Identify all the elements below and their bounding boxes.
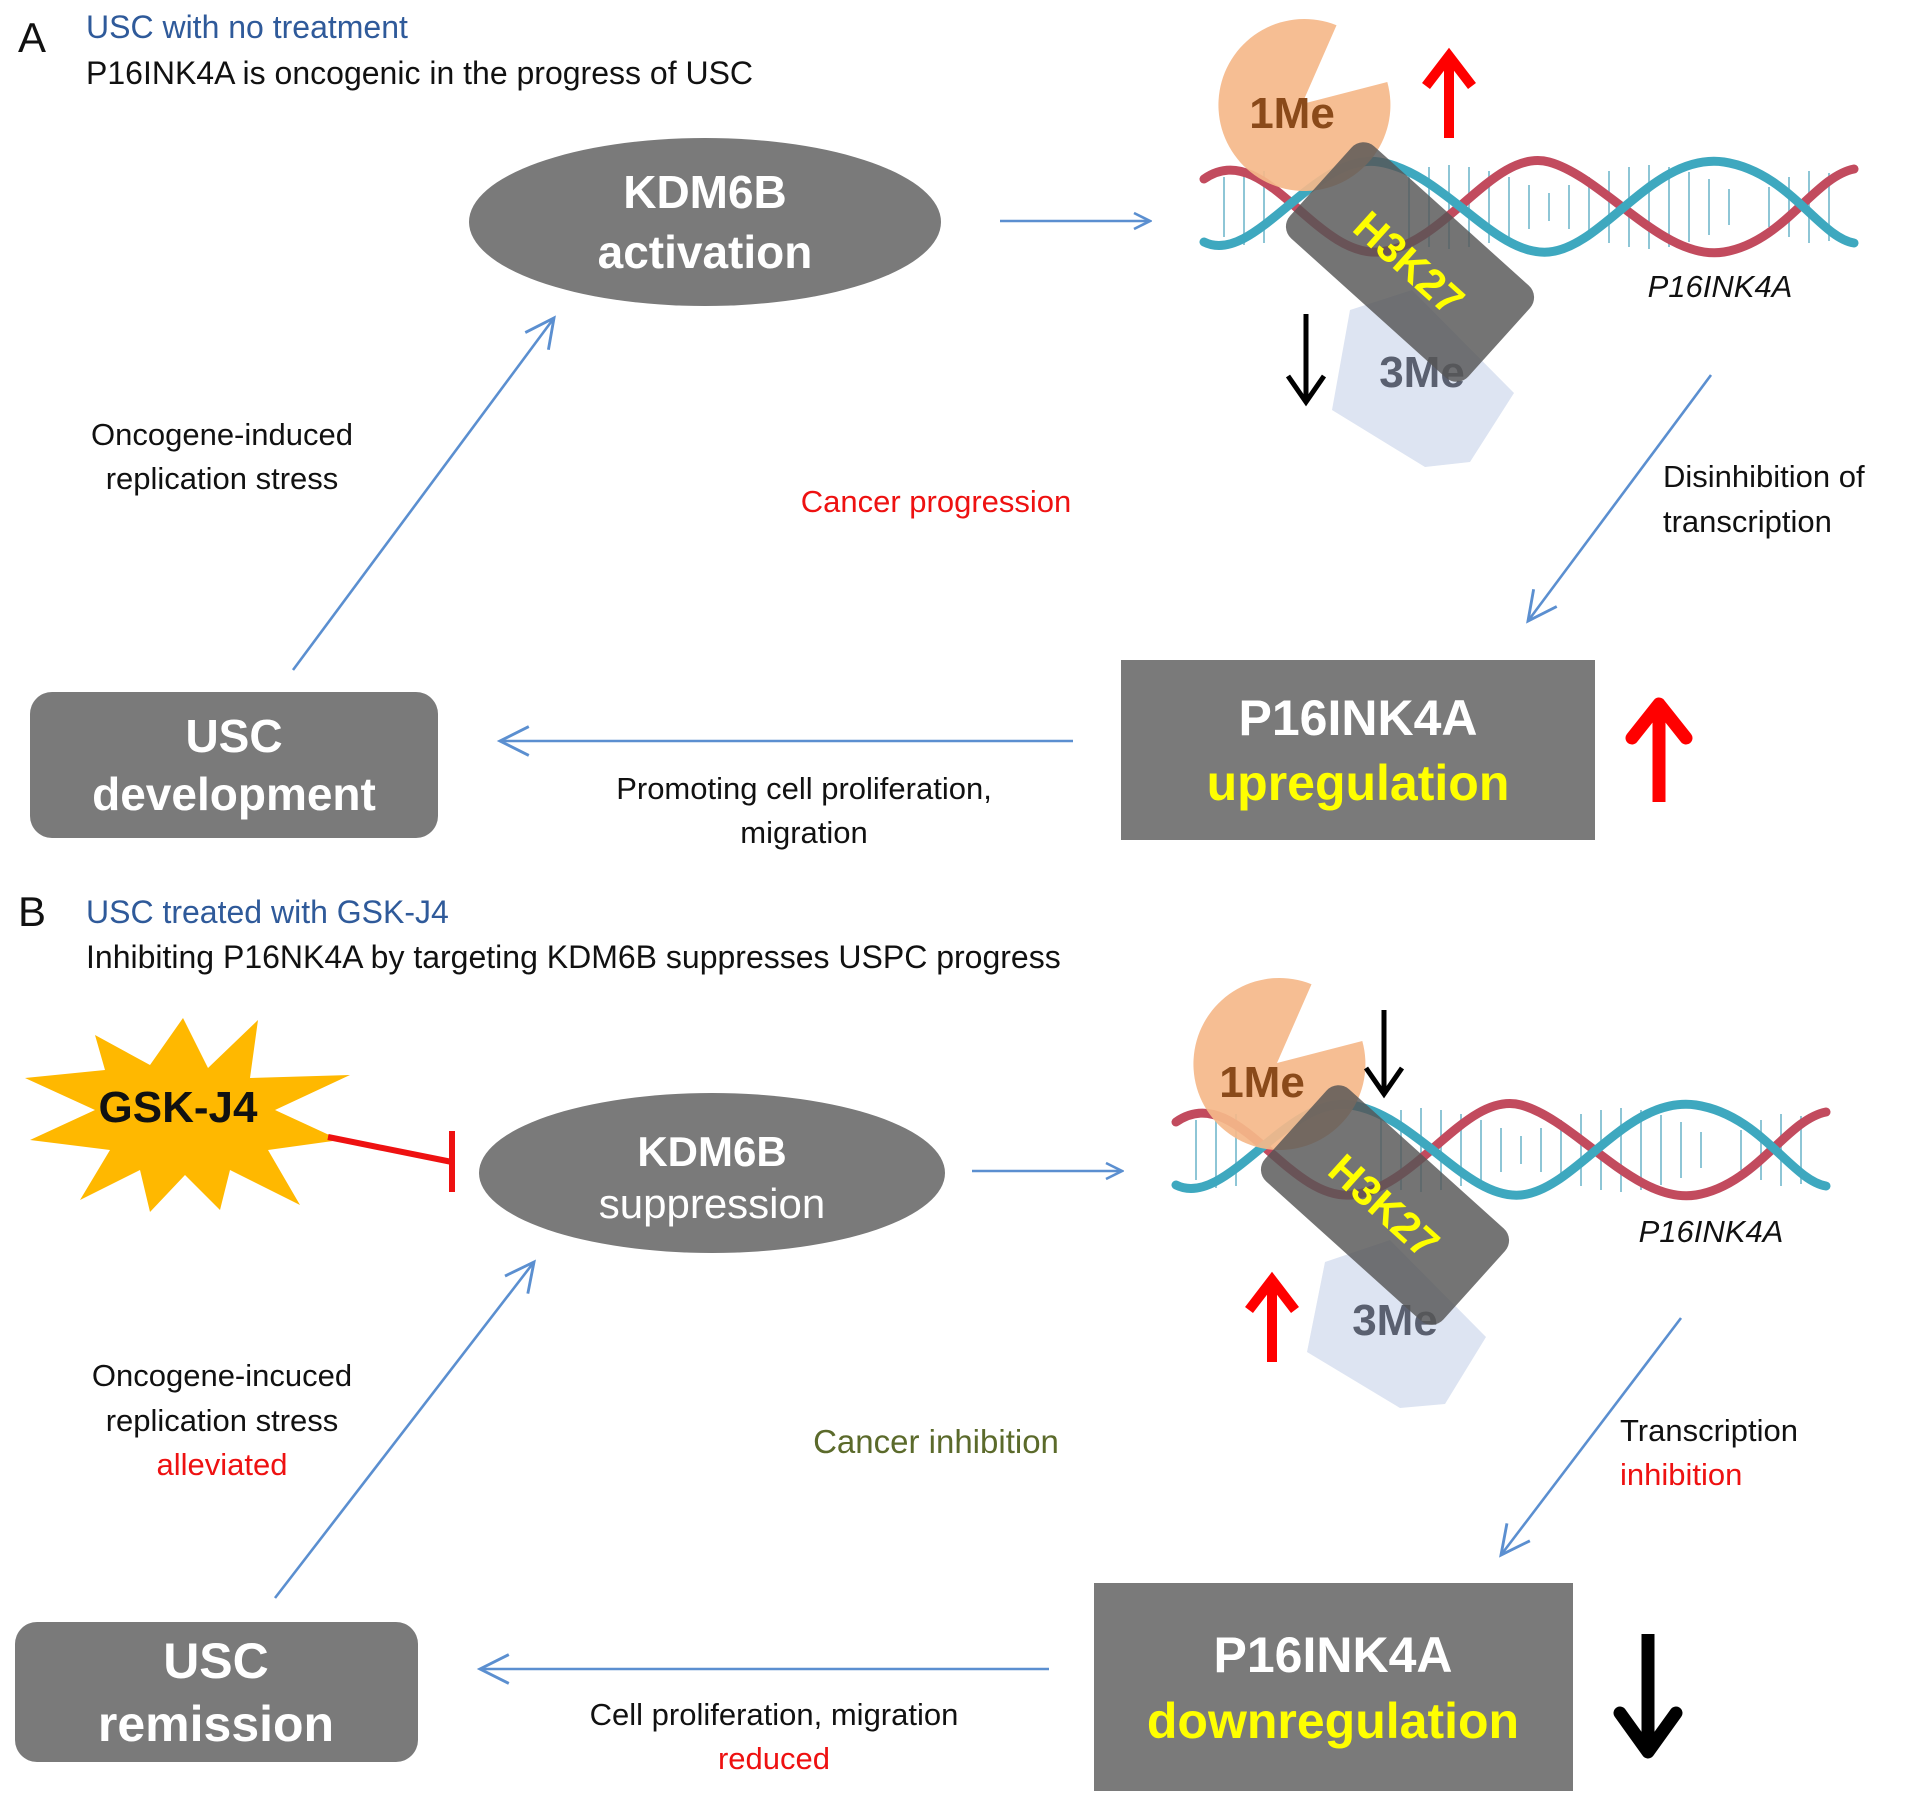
panel-b-subtitle: Inhibiting P16NK4A by targeting KDM6B su…	[86, 939, 1061, 975]
edge-left-label-line1: Oncogene-incuced	[92, 1358, 352, 1393]
histone-dna-cluster-b: 1Me 3Me H3K27 P16INK4A	[1165, 978, 1826, 1408]
gsk-j4-drug: GSK-J4	[25, 1018, 350, 1212]
center-label-inhibition: Cancer inhibition	[813, 1423, 1059, 1460]
arrow-usc-to-kdm6b	[291, 315, 556, 671]
arrow-down-black-large-icon	[1613, 1634, 1683, 1759]
panel-a: A USC with no treatment P16INK4A is onco…	[18, 9, 1865, 850]
kdm6b-label: KDM6B	[623, 166, 787, 218]
one-me-label: 1Me	[1219, 1058, 1305, 1107]
gsk-j4-label: GSK-J4	[99, 1083, 258, 1132]
kdm6b-state-label: suppression	[599, 1180, 825, 1227]
h3k27-histone: H3K27	[1260, 1085, 1510, 1325]
gene-label: P16INK4A	[1639, 1214, 1784, 1249]
inhibition-bar-icon	[327, 1131, 455, 1192]
edge-left-label-line3: alleviated	[157, 1447, 288, 1482]
usc-development-node: USC development	[30, 692, 438, 838]
p16-state-label: upregulation	[1207, 755, 1510, 811]
kdm6b-activation-node: KDM6B activation	[469, 138, 941, 306]
edge-right-label-line2: transcription	[1663, 504, 1832, 539]
histone-dna-cluster-a: 1Me 3Me H3K27 P16INK4A	[1190, 19, 1854, 467]
one-me-marker: 1Me	[1218, 19, 1391, 191]
h3k27-histone: H3K27	[1285, 142, 1535, 382]
edge-right-label-line1: Disinhibition of	[1663, 459, 1865, 494]
arrow-histone-to-p16	[1526, 374, 1713, 624]
panel-b-letter: B	[18, 888, 46, 935]
edge-bottom-label-line2: reduced	[718, 1741, 830, 1776]
usc-state-label: remission	[98, 1696, 334, 1752]
edge-left-label-line1: Oncogene-induced	[91, 417, 353, 452]
one-me-label: 1Me	[1249, 89, 1335, 138]
edge-bottom-label-line1: Cell proliferation, migration	[590, 1697, 959, 1732]
edge-left-label-line2: replication stress	[106, 1403, 339, 1438]
usc-label: USC	[185, 710, 282, 762]
edge-bottom-label-line2: migration	[740, 815, 868, 850]
arrow-up-red-icon	[1245, 1271, 1299, 1362]
edge-right-label-line2: inhibition	[1620, 1457, 1742, 1492]
usc-state-label: development	[92, 768, 376, 820]
arrow-usc-to-kdm6b	[273, 1259, 536, 1599]
p16-label: P16INK4A	[1214, 1627, 1453, 1683]
arrow-up-red-icon	[1422, 47, 1476, 138]
p16-label: P16INK4A	[1239, 690, 1478, 746]
p16-upregulation-node: P16INK4A upregulation	[1121, 660, 1595, 840]
panel-a-letter: A	[18, 14, 46, 61]
panel-b: B USC treated with GSK-J4 Inhibiting P16…	[15, 888, 1826, 1791]
gene-label: P16INK4A	[1648, 269, 1793, 304]
usc-remission-node: USC remission	[15, 1622, 418, 1762]
arrow-histone-to-p16	[1499, 1317, 1683, 1558]
starburst-icon	[25, 1018, 350, 1212]
kdm6b-label: KDM6B	[637, 1128, 786, 1175]
p16-state-label: downregulation	[1147, 1693, 1519, 1749]
edge-bottom-label-line1: Promoting cell proliferation,	[616, 771, 992, 806]
panel-a-title: USC with no treatment	[86, 9, 408, 45]
kdm6b-state-label: activation	[598, 226, 813, 278]
panel-a-subtitle: P16INK4A is oncogenic in the progress of…	[86, 55, 753, 91]
arrow-up-red-large-icon	[1625, 697, 1693, 802]
arrow-down-black-icon	[1285, 314, 1327, 407]
kdm6b-suppression-node: KDM6B suppression	[479, 1093, 945, 1253]
edge-right-label-line1: Transcription	[1620, 1413, 1798, 1448]
p16-downregulation-node: P16INK4A downregulation	[1094, 1583, 1573, 1791]
panel-b-title: USC treated with GSK-J4	[86, 894, 449, 930]
center-label-progression: Cancer progression	[801, 484, 1072, 519]
edge-left-label-line2: replication stress	[106, 461, 339, 496]
usc-label: USC	[163, 1633, 269, 1689]
arrow-down-black-icon	[1363, 1010, 1405, 1099]
